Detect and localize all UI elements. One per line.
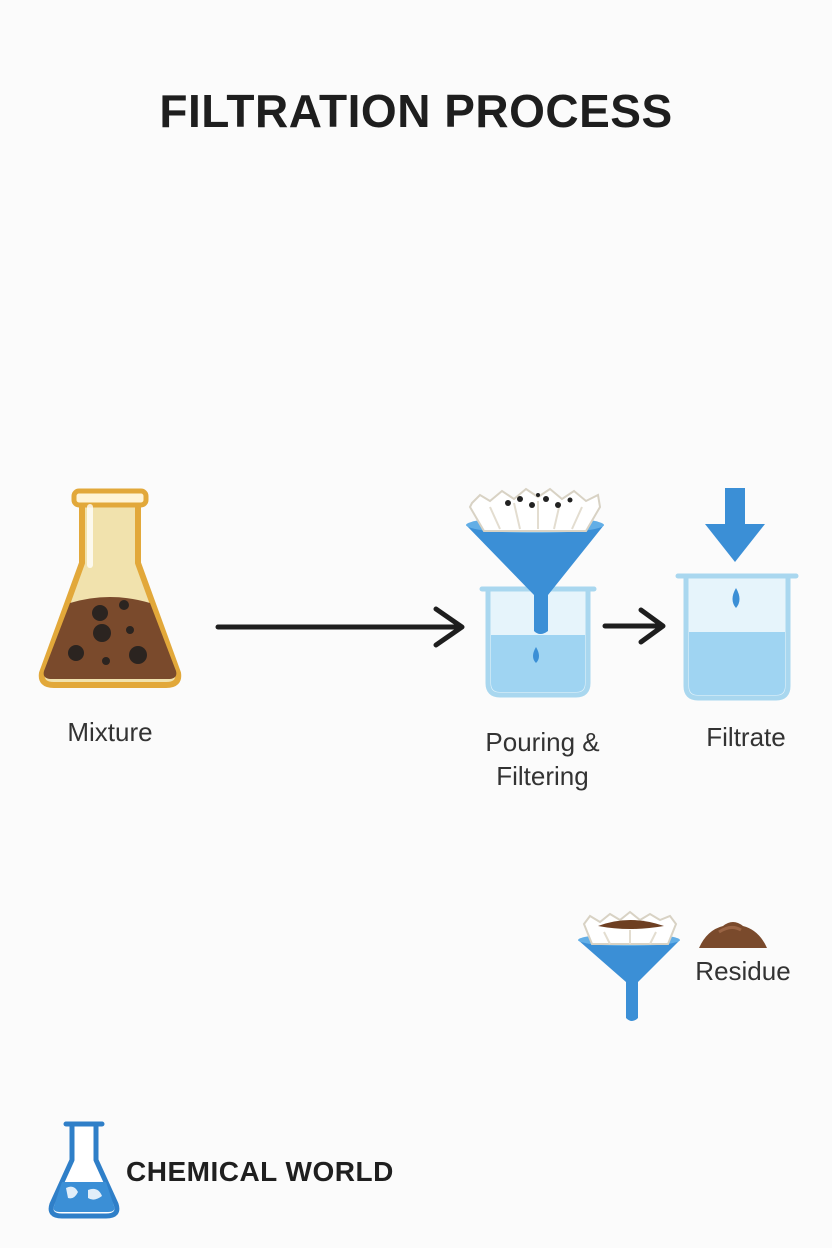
- funnel-beaker-icon: [466, 487, 604, 698]
- arrow-right-small-icon: [602, 607, 666, 645]
- residue-pile-icon: [699, 922, 767, 948]
- arrow-right-icon: [215, 606, 465, 648]
- brand-name: CHEMICAL WORLD: [126, 1156, 394, 1187]
- pouring-label-line2: Filtering: [496, 761, 589, 791]
- pouring-label-line1: Pouring &: [485, 727, 600, 757]
- funnel-residue-icon: [578, 910, 680, 1021]
- filtrate-label: Filtrate: [706, 722, 786, 752]
- beaker-filtrate-icon: [675, 573, 799, 701]
- flask-mixture-icon: [38, 488, 182, 688]
- arrow-down-icon: [705, 488, 765, 562]
- page-title: FILTRATION PROCESS: [159, 85, 673, 137]
- residue-label: Residue: [695, 956, 791, 986]
- flask-globe-logo: [48, 1121, 120, 1219]
- mixture-label: Mixture: [67, 717, 153, 747]
